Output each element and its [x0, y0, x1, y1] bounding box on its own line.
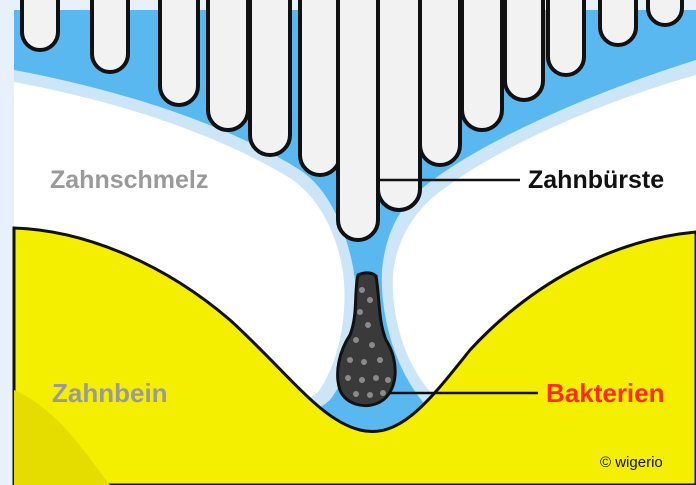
left-frame — [0, 0, 14, 485]
toothbrush-label: Zahnbürste — [528, 168, 664, 193]
dentin-label: Zahnbein — [52, 380, 168, 406]
enamel-label: Zahnschmelz — [50, 168, 208, 193]
bacteria-label: Bakterien — [546, 380, 665, 406]
copyright-notice: © wigerio — [600, 455, 663, 470]
